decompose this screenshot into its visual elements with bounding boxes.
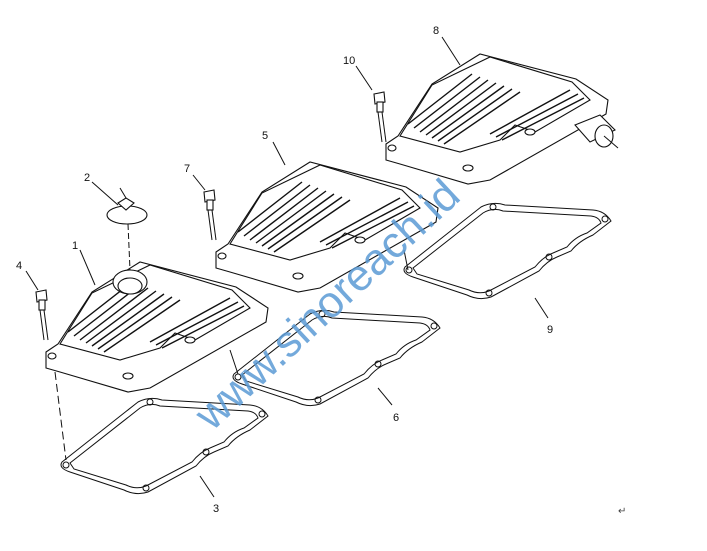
bolt-7 — [203, 189, 217, 241]
leader-lines — [25, 36, 549, 498]
part-label-5: 5 — [262, 130, 268, 142]
part-label-3: 3 — [213, 503, 219, 515]
oil-filler-cap-2 — [106, 187, 148, 271]
valve-cover-8 — [385, 53, 609, 185]
return-mark: ↵ — [618, 506, 626, 517]
alignment-line — [54, 371, 67, 461]
part-label-2: 2 — [84, 172, 90, 184]
alignment-line — [229, 349, 239, 375]
part-label-7: 7 — [184, 163, 190, 175]
breather-outlet — [574, 114, 619, 149]
alignment-line — [403, 249, 409, 271]
filler-neck — [112, 269, 148, 295]
part-label-4: 4 — [16, 260, 22, 272]
part-label-10: 10 — [343, 55, 355, 67]
part-label-6: 6 — [393, 412, 399, 424]
bolt-10 — [373, 91, 387, 143]
bolt-4 — [35, 289, 49, 341]
part-label-1: 1 — [72, 240, 78, 252]
part-label-9: 9 — [547, 324, 553, 336]
part-label-8: 8 — [433, 25, 439, 37]
